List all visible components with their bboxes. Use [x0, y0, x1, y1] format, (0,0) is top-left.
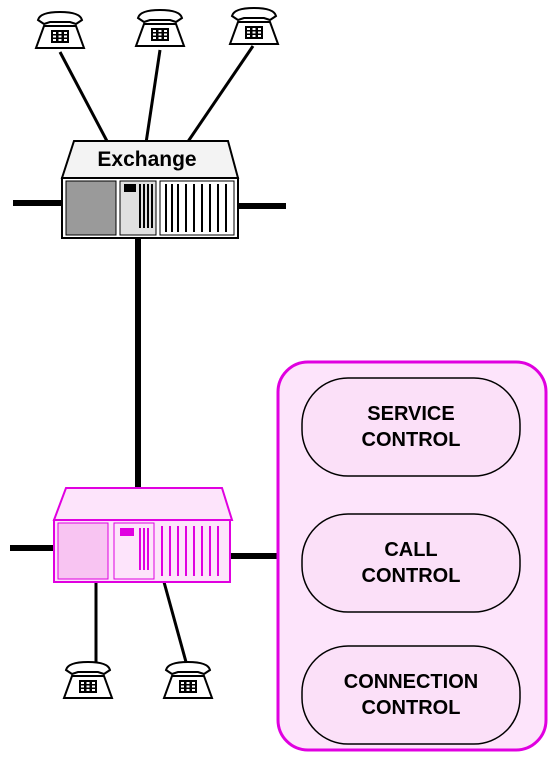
call-control-line1: CALL [384, 539, 437, 561]
exchange-label: Exchange [97, 148, 196, 171]
service-switch [10, 487, 280, 663]
service-control-box: SERVICE CONTROL [301, 377, 521, 477]
call-control-line2: CONTROL [362, 565, 461, 587]
service-control-line1: SERVICE [367, 403, 454, 425]
top-phone-lines [58, 45, 255, 144]
connection-control-box: CONNECTION CONTROL [301, 645, 521, 745]
connection-control-line2: CONTROL [362, 697, 461, 719]
connection-control-line1: CONNECTION [344, 671, 478, 693]
service-control-line2: CONTROL [362, 429, 461, 451]
exchange-switch: Exchange [60, 140, 240, 239]
telephone-icon [163, 661, 213, 699]
control-panel: SERVICE CONTROL CALL CONTROL CONNECTION … [276, 360, 548, 752]
exchange-trunk-lines [13, 200, 286, 490]
call-control-box: CALL CONTROL [301, 513, 521, 613]
telephone-icon [135, 9, 185, 47]
telephone-icon [229, 7, 279, 45]
telephone-icon [35, 11, 85, 49]
telephone-icon [63, 661, 113, 699]
